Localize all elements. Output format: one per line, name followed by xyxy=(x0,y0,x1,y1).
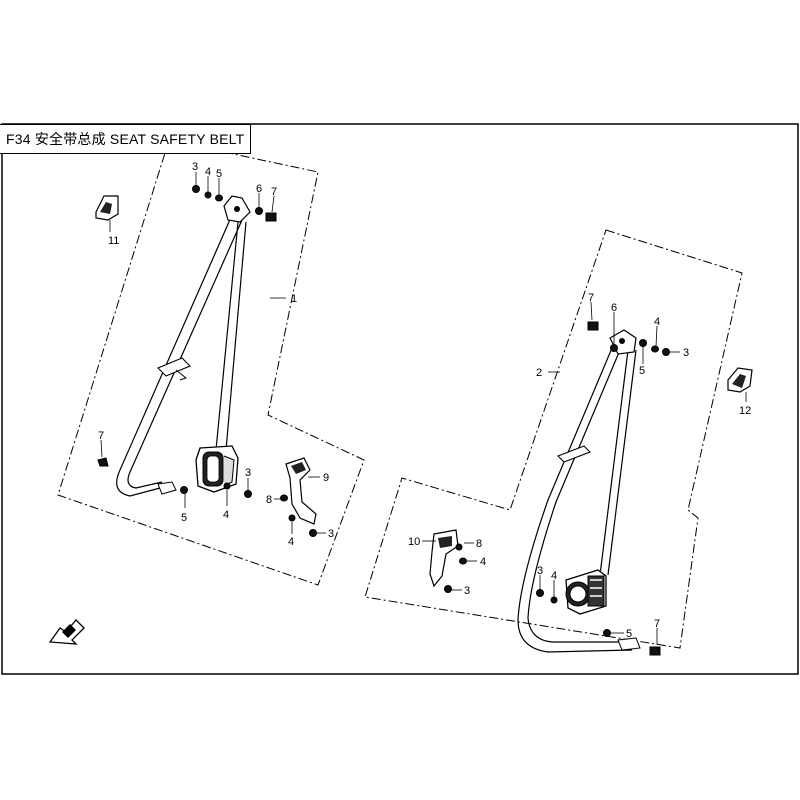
left-leader-lines xyxy=(100,172,326,534)
callout-11: 11 xyxy=(108,235,119,247)
left-callouts: 1 3 4 5 6 7 7 5 4 3 8 4 3 9 xyxy=(98,161,334,548)
right-retractor xyxy=(565,569,607,615)
right-buckle-part-10 xyxy=(429,529,459,588)
callout-4: 4 xyxy=(288,536,294,548)
callout-2: 2 xyxy=(536,367,542,379)
right-belt xyxy=(517,347,637,653)
callout-3: 3 xyxy=(245,467,251,479)
callout-5: 5 xyxy=(639,365,645,377)
callout-7: 7 xyxy=(654,618,660,630)
left-buckle-part-9 xyxy=(285,457,317,525)
front-direction-arrow-icon xyxy=(48,619,85,645)
callout-4: 4 xyxy=(551,570,557,582)
callout-3: 3 xyxy=(683,347,689,359)
callout-5: 5 xyxy=(181,512,187,524)
callout-4: 4 xyxy=(205,166,211,178)
callout-8: 8 xyxy=(266,494,272,506)
callout-3: 3 xyxy=(328,528,334,540)
callout-5: 5 xyxy=(216,168,222,180)
right-callouts: 2 7 6 4 3 5 10 8 4 3 3 4 5 7 xyxy=(408,292,689,640)
diagram-title: F34 安全带总成 SEAT SAFETY BELT xyxy=(0,124,252,154)
callout-8: 8 xyxy=(476,538,482,550)
callout-4: 4 xyxy=(223,509,229,521)
left-assembly-outline xyxy=(57,151,365,586)
right-assembly xyxy=(364,229,743,656)
right-belt-guide xyxy=(557,445,591,463)
callout-3: 3 xyxy=(464,585,470,597)
part-12-bezel xyxy=(727,367,753,402)
callout-5: 5 xyxy=(626,628,632,640)
left-belt xyxy=(116,214,247,497)
callout-7: 7 xyxy=(98,430,104,442)
title-english: SEAT SAFETY BELT xyxy=(109,131,245,147)
callout-7: 7 xyxy=(588,292,594,304)
callout-3: 3 xyxy=(537,565,543,577)
left-belt-guide xyxy=(157,357,191,377)
diagram-frame xyxy=(1,123,799,675)
callout-9: 9 xyxy=(323,472,329,484)
callout-4: 4 xyxy=(654,316,660,328)
right-fasteners xyxy=(444,321,670,656)
callout-6: 6 xyxy=(256,183,262,195)
callout-10: 10 xyxy=(408,536,420,548)
left-assembly xyxy=(57,151,365,586)
callout-1: 1 xyxy=(291,293,297,305)
callout-4: 4 xyxy=(480,556,486,568)
left-retractor xyxy=(195,445,239,493)
right-assembly-outline xyxy=(364,229,743,649)
right-leader-lines xyxy=(422,301,680,645)
callout-3: 3 xyxy=(192,161,198,173)
title-chinese: 安全带总成 xyxy=(34,131,106,147)
part-11-bezel xyxy=(95,195,119,232)
callout-6: 6 xyxy=(611,302,617,314)
callout-12: 12 xyxy=(739,405,751,417)
callout-7: 7 xyxy=(271,186,277,198)
title-code: F34 xyxy=(6,131,31,147)
